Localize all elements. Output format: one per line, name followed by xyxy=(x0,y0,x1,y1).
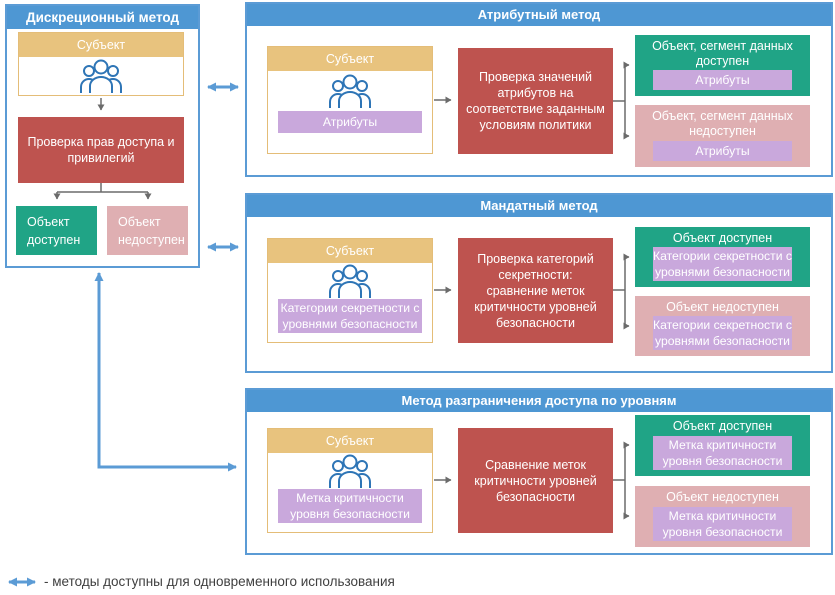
result-tag: Категории секретности с уровнями безопас… xyxy=(653,247,792,281)
result-tag: Категории секретности с уровнями безопас… xyxy=(653,316,792,350)
discretionary-process-box: Проверка прав доступа и привилегий xyxy=(18,117,184,183)
mandatory-granted-box: Объект доступен Категории секретности с … xyxy=(635,227,810,287)
subject-icon-area xyxy=(268,71,432,111)
result-title: Объект, сегмент данных доступен xyxy=(652,39,793,68)
levels-subject-box: Субъект Метка критичности уровня безопас… xyxy=(267,428,433,533)
legend-label: - методы доступны для одновременного исп… xyxy=(44,574,395,589)
attribute-granted-box: Объект, сегмент данных доступен Атрибуты xyxy=(635,35,810,96)
subject-label: Субъект xyxy=(19,33,183,57)
result-tag: Метка критичности уровня безопасности xyxy=(653,507,792,541)
discretionary-denied-box: Объект недоступен xyxy=(107,206,188,255)
discretionary-granted-box: Объект доступен xyxy=(16,206,97,255)
subject-icon-area xyxy=(268,453,432,489)
levels-granted-box: Объект доступен Метка критичности уровня… xyxy=(635,415,810,476)
subject-tag: Метка критичности уровня безопасности xyxy=(278,489,422,523)
result-tag: Атрибуты xyxy=(653,70,792,90)
subject-tag: Категории секретности с уровнями безопас… xyxy=(278,299,422,333)
panel-attribute-title: Атрибутный метод xyxy=(247,4,831,26)
panel-discretionary-title: Дискреционный метод xyxy=(7,6,198,29)
subject-label: Субъект xyxy=(268,47,432,71)
attribute-denied-box: Объект, сегмент данных недоступен Атрибу… xyxy=(635,105,810,167)
subject-icon-area xyxy=(19,57,183,95)
mandatory-process-box: Проверка категорий секретности: сравнени… xyxy=(458,238,613,343)
result-title: Объект доступен xyxy=(672,231,773,245)
people-group-icon xyxy=(329,454,371,488)
people-group-icon xyxy=(80,59,122,93)
mandatory-subject-box: Субъект Категории секретности с уровнями… xyxy=(267,238,433,343)
levels-denied-box: Объект недоступен Метка критичности уров… xyxy=(635,486,810,547)
result-title: Объект недоступен xyxy=(666,300,779,314)
people-group-icon xyxy=(329,74,371,108)
subject-label: Субъект xyxy=(268,429,432,453)
people-group-icon xyxy=(329,264,371,298)
result-title: Объект недоступен xyxy=(666,490,779,504)
attribute-process-box: Проверка значений атрибутов на соответст… xyxy=(458,48,613,154)
result-tag: Атрибуты xyxy=(653,141,792,161)
result-title: Объект, сегмент данных недоступен xyxy=(652,109,793,138)
panel-levels-title: Метод разграничения доступа по уровням xyxy=(247,390,831,412)
result-title: Объект доступен xyxy=(672,419,773,433)
subject-tag: Атрибуты xyxy=(278,111,422,133)
discretionary-subject-box: Субъект xyxy=(18,32,184,96)
mandatory-denied-box: Объект недоступен Категории секретности … xyxy=(635,296,810,356)
subject-icon-area xyxy=(268,263,432,299)
attribute-subject-box: Субъект Атрибуты xyxy=(267,46,433,154)
result-tag: Метка критичности уровня безопасности xyxy=(653,436,792,470)
levels-process-box: Сравнение меток критичности уровней безо… xyxy=(458,428,613,533)
panel-mandatory-title: Мандатный метод xyxy=(247,195,831,217)
subject-label: Субъект xyxy=(268,239,432,263)
